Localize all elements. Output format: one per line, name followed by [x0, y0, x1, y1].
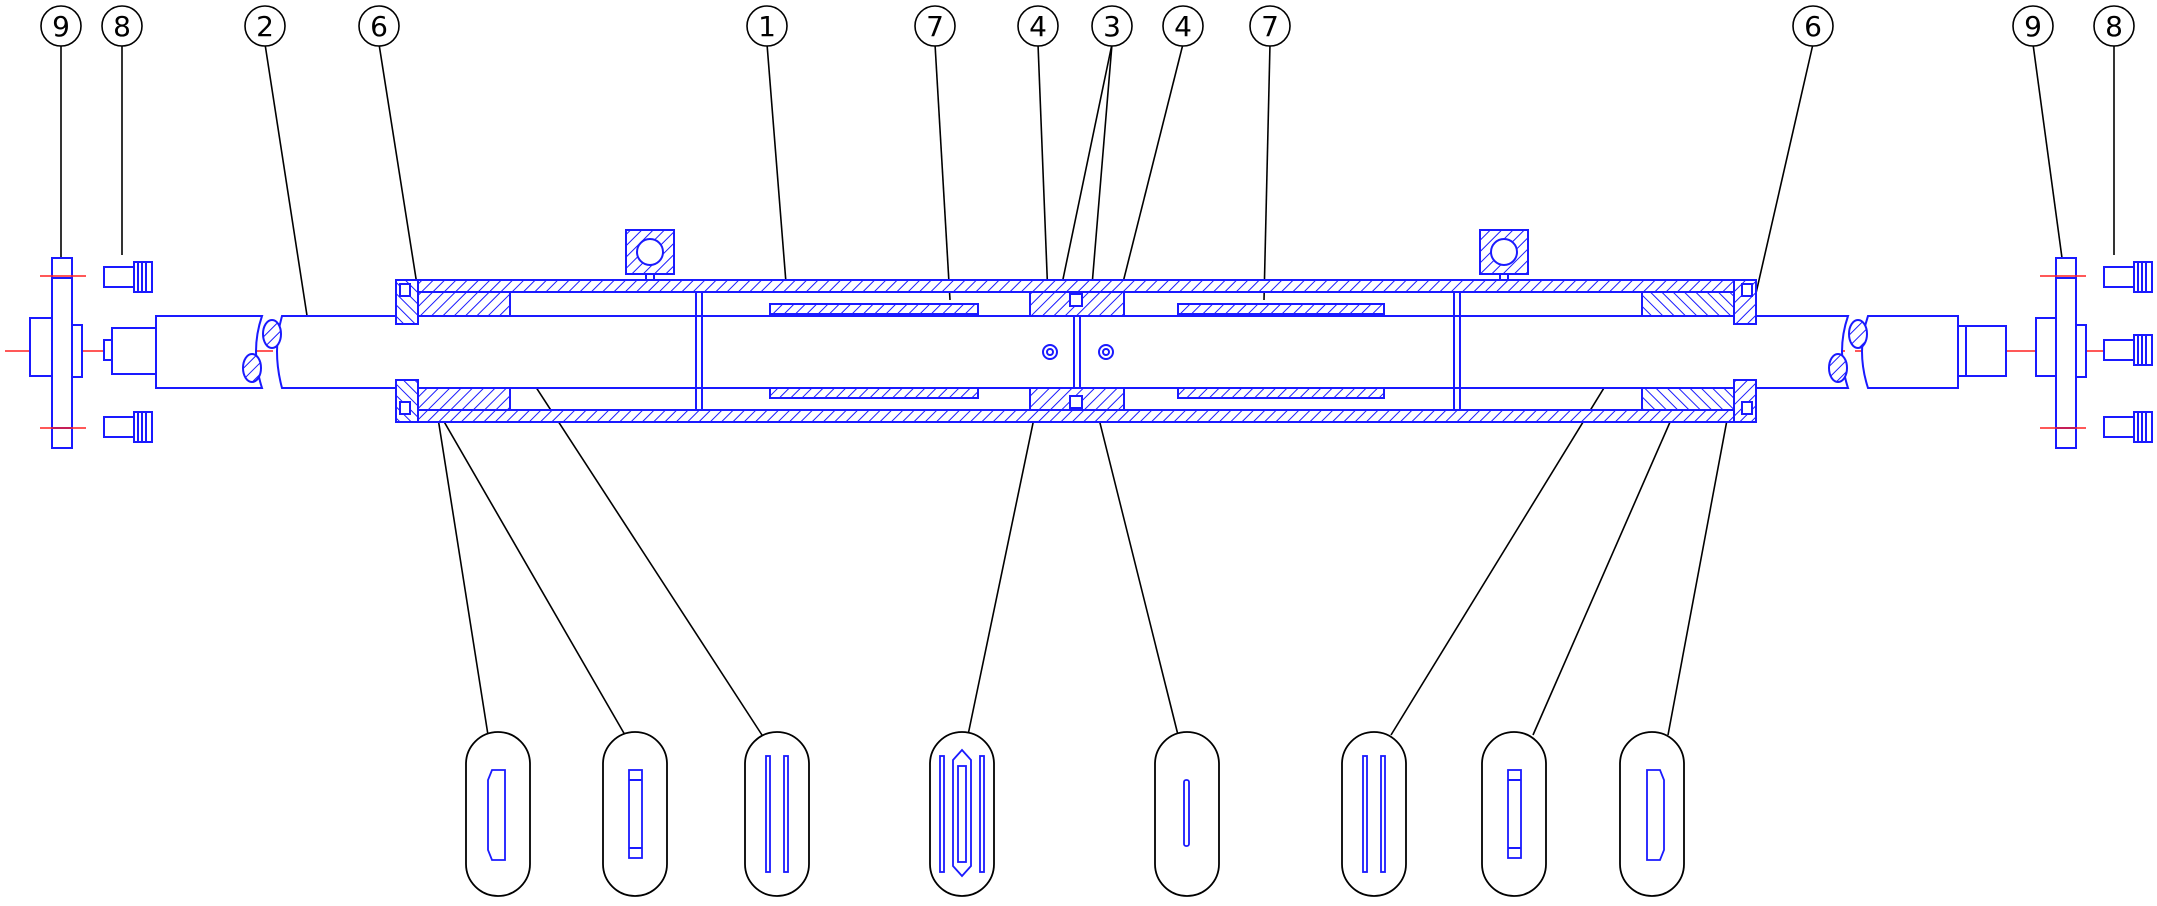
section-detail-5 [1154, 731, 1220, 897]
left-gland [395, 279, 511, 423]
balloon-7-right: 7 [1249, 5, 1291, 47]
shaft [111, 315, 2007, 389]
right-gland [1641, 279, 1757, 423]
piston [1029, 291, 1125, 411]
port-right [1479, 229, 1529, 280]
balloon-label: 9 [52, 10, 70, 43]
balloon-label: 7 [926, 10, 944, 43]
port-left [625, 229, 675, 280]
balloon-6-right: 6 [1792, 5, 1834, 47]
section-detail-3 [744, 731, 810, 897]
balloon-label: 6 [1804, 10, 1822, 43]
balloon-4-left: 4 [1017, 5, 1059, 47]
balloon-label: 4 [1174, 10, 1192, 43]
balloon-2: 2 [244, 5, 286, 47]
section-detail-8 [1619, 731, 1685, 897]
balloon-9-right: 9 [2012, 5, 2054, 47]
balloon-label: 4 [1029, 10, 1047, 43]
balloon-6-left: 6 [358, 5, 400, 47]
section-details [465, 731, 1685, 897]
guide-bands [769, 303, 1385, 399]
balloon-label: 2 [256, 10, 274, 43]
balloon-label: 6 [370, 10, 388, 43]
section-detail-7 [1481, 731, 1547, 897]
balloon-1: 1 [746, 5, 788, 47]
balloon-label: 9 [2024, 10, 2042, 43]
screw-left-top [103, 261, 153, 293]
pins [1042, 344, 1114, 360]
screw-left-bottom [103, 411, 153, 443]
balloon-4-right: 4 [1162, 5, 1204, 47]
balloons: 9 8 2 6 1 7 4 3 [40, 5, 2135, 47]
balloon-label: 8 [2105, 10, 2123, 43]
balloon-label: 1 [758, 10, 776, 43]
balloon-label: 7 [1261, 10, 1279, 43]
screw-right-bottom [2103, 411, 2153, 443]
section-detail-4 [929, 731, 995, 897]
screw-right-top [2103, 261, 2153, 293]
balloon-8-right: 8 [2093, 5, 2135, 47]
right-end-flange [2035, 257, 2092, 449]
balloon-7-left: 7 [914, 5, 956, 47]
balloon-label: 3 [1103, 10, 1121, 43]
section-detail-1 [465, 731, 531, 897]
balloon-label: 8 [113, 10, 131, 43]
left-end-flange [29, 257, 88, 449]
balloon-9-left: 9 [40, 5, 82, 47]
right-screws [2103, 261, 2153, 443]
balloon-3: 3 [1091, 5, 1133, 47]
section-detail-6 [1341, 731, 1407, 897]
balloon-8-left: 8 [101, 5, 143, 47]
section-detail-2 [602, 731, 668, 897]
screw-right-mid [2103, 334, 2153, 366]
